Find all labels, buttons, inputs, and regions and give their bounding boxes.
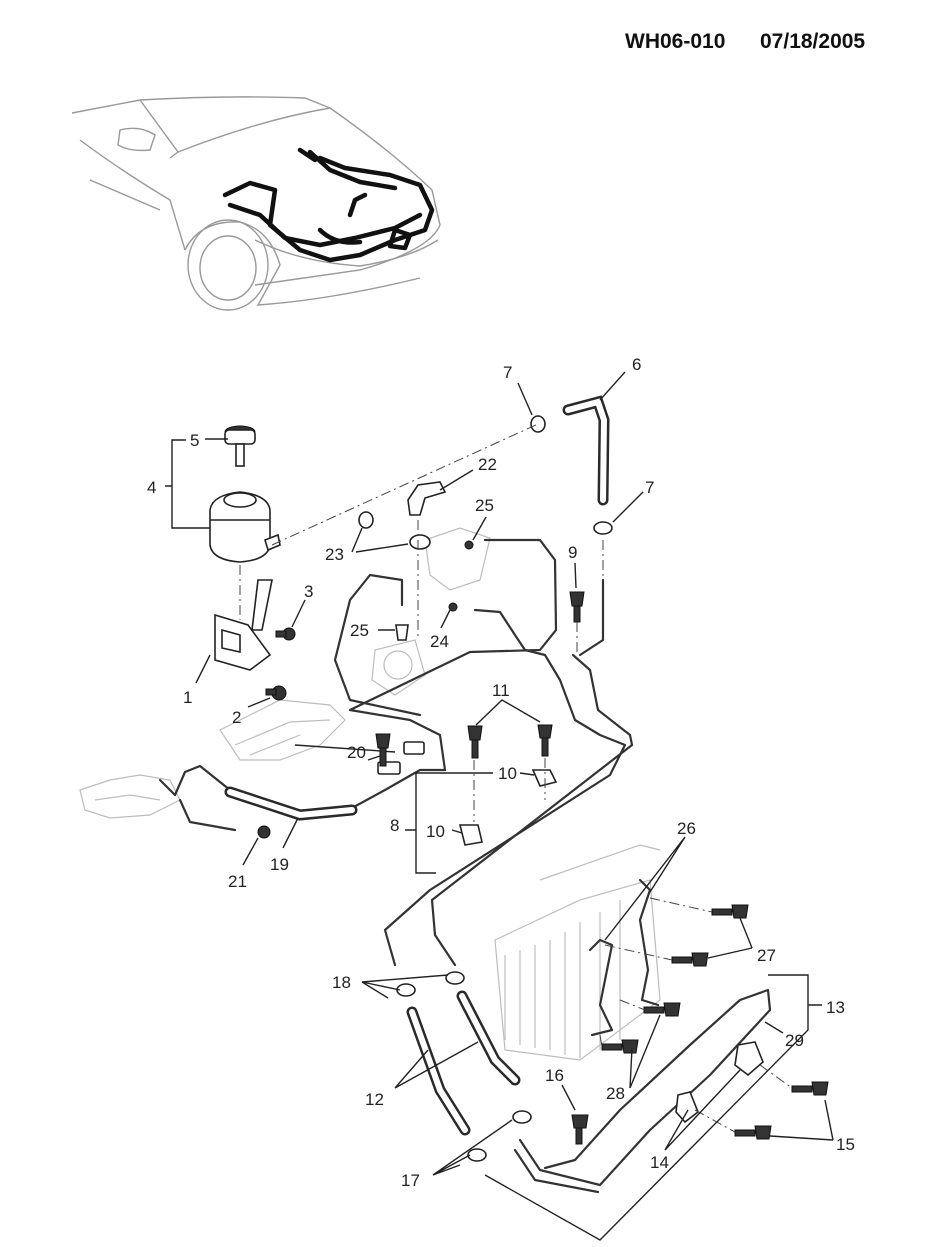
background-components [79,527,661,1061]
callout-17: 17 [401,1171,420,1190]
callout-25-lower: 25 [350,621,369,640]
callout-7-top: 7 [503,363,512,382]
callout-4: 4 [147,478,156,497]
car-illustration [71,96,441,311]
reservoir-bracket [214,565,296,701]
diagram-code: WH06-010 [625,30,725,53]
callout-8: 8 [390,816,399,835]
clips-and-bolts [375,591,585,846]
leader-lines [165,371,834,1241]
callout-24: 24 [430,632,449,651]
callout-7-right: 7 [645,478,654,497]
diagram-date: 07/18/2005 [760,30,865,53]
callout-22: 22 [478,455,497,474]
cooler-hose [158,741,447,839]
callout-25-upper: 25 [475,496,494,515]
return-fittings [358,481,474,641]
callout-12: 12 [365,1090,384,1109]
callout-3: 3 [304,582,313,601]
lower-hoses [396,971,532,1162]
callout-23: 23 [325,545,344,564]
supply-hose [271,395,613,580]
callout-10-upper: 10 [498,764,517,783]
callout-26: 26 [677,819,696,838]
callout-14: 14 [650,1153,669,1172]
callout-5: 5 [190,431,199,450]
callout-29: 29 [785,1031,804,1050]
callout-10-lower: 10 [426,822,445,841]
callout-18: 18 [332,973,351,992]
callout-numbers: 5 4 3 1 2 7 6 7 22 25 23 9 25 24 11 10 2… [147,355,855,1190]
callout-2: 2 [232,708,241,727]
reservoir-assembly [209,425,281,563]
callout-27: 27 [757,946,776,965]
callout-13: 13 [826,998,845,1017]
callout-20: 20 [347,743,366,762]
pressure-pipes [333,538,634,967]
cooler-pipes [513,878,829,1194]
callout-1: 1 [183,688,192,707]
callout-16: 16 [545,1066,564,1085]
callout-11: 11 [492,681,510,700]
callout-28: 28 [606,1084,625,1103]
callout-19: 19 [270,855,289,874]
callout-6: 6 [632,355,641,374]
callout-9: 9 [568,543,577,562]
callout-21: 21 [228,872,247,891]
callout-15: 15 [836,1135,855,1154]
